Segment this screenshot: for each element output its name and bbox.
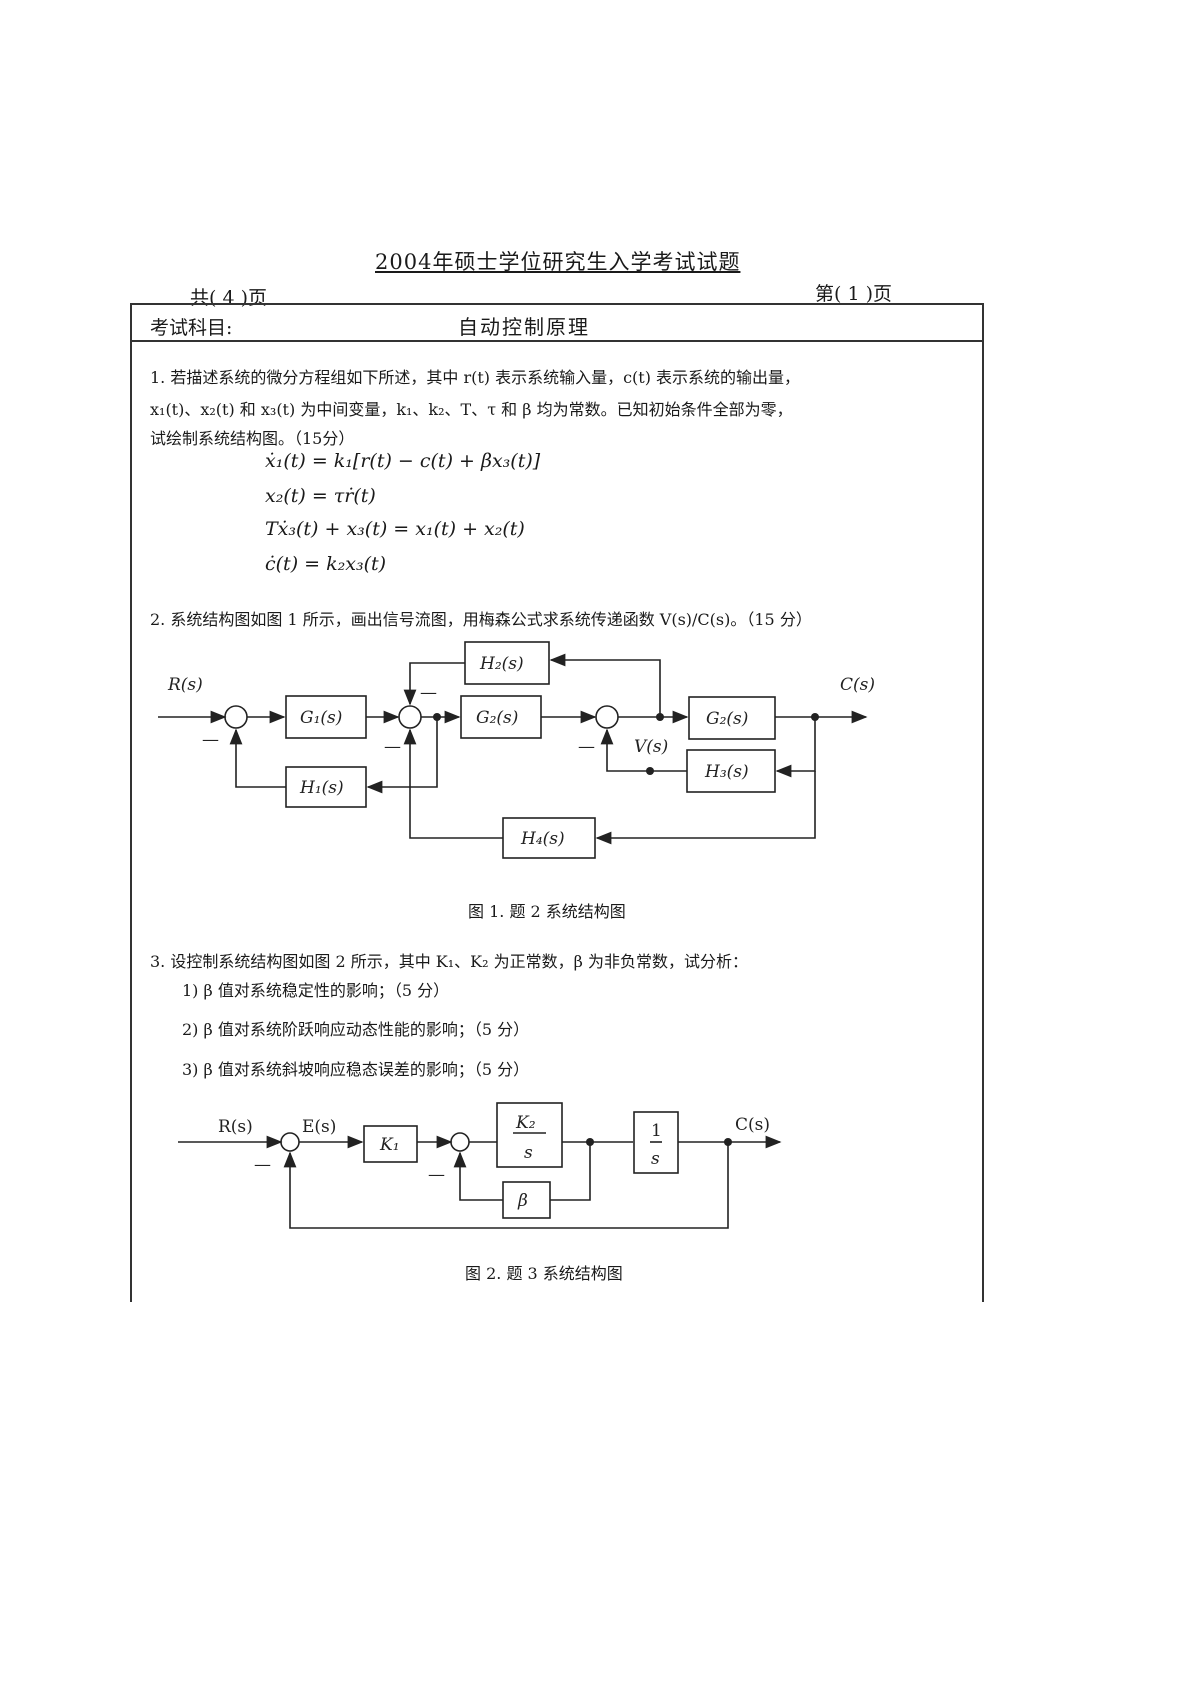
fig1-input-label: R(s) [167,675,203,695]
q2-text: 2. 系统结构图如图 1 所示，画出信号流图，用梅森公式求系统传递函数 V(s)… [150,610,812,629]
branch-points-fig1 [433,713,819,775]
branch-points-fig2 [586,1138,732,1146]
q3-text: 3. 设控制系统结构图如图 2 所示，其中 K₁、K₂ 为正常数，β 为非负常数… [150,952,748,971]
figure-1 [158,641,868,859]
g2-label-2: G₂(s) [706,709,748,729]
g2-label-1: G₂(s) [476,708,518,728]
exam-title: 2004年硕士学位研究生入学考试试题 [375,250,741,274]
q1-line2: x₁(t)、x₂(t) 和 x₃(t) 为中间变量，k₁、k₂、T、τ 和 β … [150,400,793,419]
summing-junction-1 [224,705,248,729]
beta-label: β [517,1191,528,1211]
minus-sign: — [578,737,595,757]
g2-block-2 [688,696,776,740]
summing-junction-a [280,1132,300,1152]
minus-sign: — [420,683,437,703]
equation-3: Tẋ₃(t) + x₃(t) = x₁(t) + x₂(t) [265,518,525,540]
q3-item-1: 1) β 值对系统稳定性的影响；（5 分） [182,981,450,1000]
summing-junction-2 [398,705,422,729]
equation-4: ċ(t) = k₂x₃(t) [265,553,387,575]
q3-item-2: 2) β 值对系统阶跃响应动态性能的影响；（5 分） [182,1020,530,1039]
h2-label: H₂(s) [479,654,524,674]
figure-2-caption: 图 2. 题 3 系统结构图 [465,1264,623,1283]
minus-sign: — [384,737,401,757]
integrator-numerator: 1 [651,1121,662,1141]
q1-line3: 试绘制系统结构图。（15分） [150,429,355,448]
exam-frame [130,303,984,1302]
k2-denominator: s [524,1143,533,1163]
q1-line1: 1. 若描述系统的微分方程组如下所述，其中 r(t) 表示系统输入量，c(t) … [150,368,801,387]
figure-2 [178,1102,782,1229]
summing-junction-b [450,1132,470,1152]
k1-block [363,1125,418,1163]
fig2-error-label: E(s) [302,1117,336,1137]
fig2-input-label: R(s) [218,1117,253,1137]
equation-2: x₂(t) = τṙ(t) [265,485,376,507]
minus-sign: — [254,1155,271,1175]
g1-label: G₁(s) [300,708,342,728]
fig1-output-label: C(s) [840,675,875,695]
integrator-denominator: s [651,1149,660,1169]
subject-label: 考试科目: [150,317,233,339]
equation-1: ẋ₁(t) = k₁[r(t) − c(t) + βx₃(t)] [265,450,541,472]
h4-label: H₄(s) [520,829,565,849]
q3-item-3: 3) β 值对系统斜坡响应稳态误差的影响；（5 分） [182,1060,530,1079]
page-number: 第( 1 )页 [815,283,892,305]
fig1-v-label: V(s) [634,737,668,757]
h3-label: H₃(s) [704,762,749,782]
fig2-output-label: C(s) [735,1115,770,1135]
header-divider [130,340,982,342]
k1-label: K₁ [379,1135,400,1155]
minus-sign: — [428,1165,445,1185]
subject-name: 自动控制原理 [458,315,590,339]
summing-junction-3 [595,705,619,729]
k2-over-s-block [496,1102,563,1168]
h1-label: H₁(s) [299,778,344,798]
k2-label: K₂ [515,1113,536,1133]
minus-sign: — [202,730,219,750]
figure-1-caption: 图 1. 题 2 系统结构图 [468,902,626,921]
